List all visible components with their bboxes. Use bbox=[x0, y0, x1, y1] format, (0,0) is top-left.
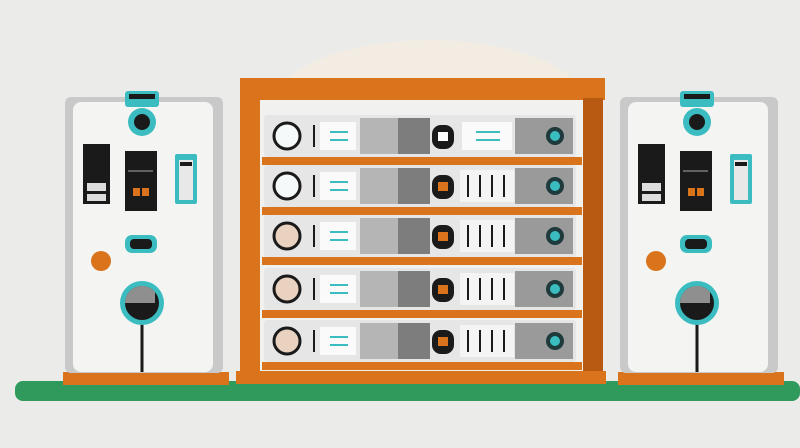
battery-drawer bbox=[262, 165, 582, 215]
status-panel-slot bbox=[642, 194, 661, 201]
meter-face bbox=[179, 160, 193, 200]
shelf-bar bbox=[262, 157, 582, 165]
indicator-light bbox=[688, 188, 695, 196]
top-connector-slot bbox=[684, 94, 710, 99]
ground-strip bbox=[15, 381, 800, 401]
drawer-gauge-icon bbox=[272, 121, 302, 151]
drawer-panel-right bbox=[515, 218, 573, 254]
drawer-panel-right bbox=[515, 271, 573, 307]
drawer-panel-right bbox=[515, 323, 573, 359]
shelf-bar bbox=[262, 310, 582, 318]
gauge-needle-area bbox=[679, 285, 710, 303]
drawer-port-light bbox=[438, 337, 448, 346]
meter-bar bbox=[735, 162, 747, 166]
rack-left-post bbox=[240, 78, 260, 384]
shelf-bar bbox=[262, 257, 582, 265]
drawer-port-light bbox=[438, 232, 448, 241]
status-led-icon bbox=[550, 231, 560, 241]
display-screen bbox=[125, 151, 157, 211]
gauge-needle-area bbox=[124, 285, 155, 303]
drawer-gauge-icon bbox=[272, 171, 302, 201]
drawer-port-light bbox=[438, 182, 448, 191]
drawer-panel-right bbox=[515, 118, 573, 154]
battery-drawer bbox=[262, 115, 582, 165]
emergency-button bbox=[91, 251, 111, 271]
indicator-light bbox=[697, 188, 704, 196]
drawer-panel-dark bbox=[398, 323, 430, 359]
drawer-panel-dark bbox=[398, 168, 430, 204]
rack-right-post bbox=[583, 98, 603, 384]
drawer-label bbox=[320, 122, 356, 150]
battery-drawer bbox=[262, 320, 582, 370]
cabinet-left bbox=[63, 91, 229, 385]
cabinet-base bbox=[618, 372, 784, 385]
drawer-panel-dark bbox=[398, 118, 430, 154]
drawer-port-light bbox=[438, 132, 448, 141]
cabinet-right bbox=[618, 91, 784, 385]
shelf-bar bbox=[262, 207, 582, 215]
status-panel-slot bbox=[87, 183, 106, 191]
drawer-port-light bbox=[438, 285, 448, 294]
drawer-gauge-icon bbox=[272, 221, 302, 251]
card-slot bbox=[130, 239, 152, 249]
status-panel-slot bbox=[87, 194, 106, 201]
card-slot bbox=[685, 239, 707, 249]
emergency-button bbox=[646, 251, 666, 271]
status-panel-slot bbox=[642, 183, 661, 191]
battery-drawer bbox=[262, 268, 582, 318]
drawer-label bbox=[320, 327, 356, 355]
shelf-bar bbox=[262, 362, 582, 370]
status-led-icon bbox=[550, 336, 560, 346]
camera-icon bbox=[134, 114, 150, 130]
drawer-panel-dark bbox=[398, 218, 430, 254]
drawer-panel-dark bbox=[398, 271, 430, 307]
indicator-light bbox=[142, 188, 149, 196]
drawer-gauge-icon bbox=[272, 274, 302, 304]
drawer-label bbox=[320, 222, 356, 250]
meter-bar bbox=[180, 162, 192, 166]
drawer-panel-right bbox=[515, 168, 573, 204]
meter-face bbox=[734, 160, 748, 200]
status-led-icon bbox=[550, 181, 560, 191]
drawer-label bbox=[320, 275, 356, 303]
rack-top-beam bbox=[240, 78, 605, 100]
battery-rack bbox=[236, 78, 606, 384]
cabinet-base bbox=[63, 372, 229, 385]
top-connector-slot bbox=[129, 94, 155, 99]
drawer-label bbox=[320, 172, 356, 200]
camera-icon bbox=[689, 114, 705, 130]
display-screen bbox=[680, 151, 712, 211]
battery-drawer bbox=[262, 215, 582, 265]
drawer-gauge-icon bbox=[272, 326, 302, 356]
status-led-icon bbox=[550, 284, 560, 294]
drawer-label bbox=[462, 122, 512, 150]
status-led-icon bbox=[550, 131, 560, 141]
indicator-light bbox=[133, 188, 140, 196]
rack-base bbox=[236, 371, 606, 384]
